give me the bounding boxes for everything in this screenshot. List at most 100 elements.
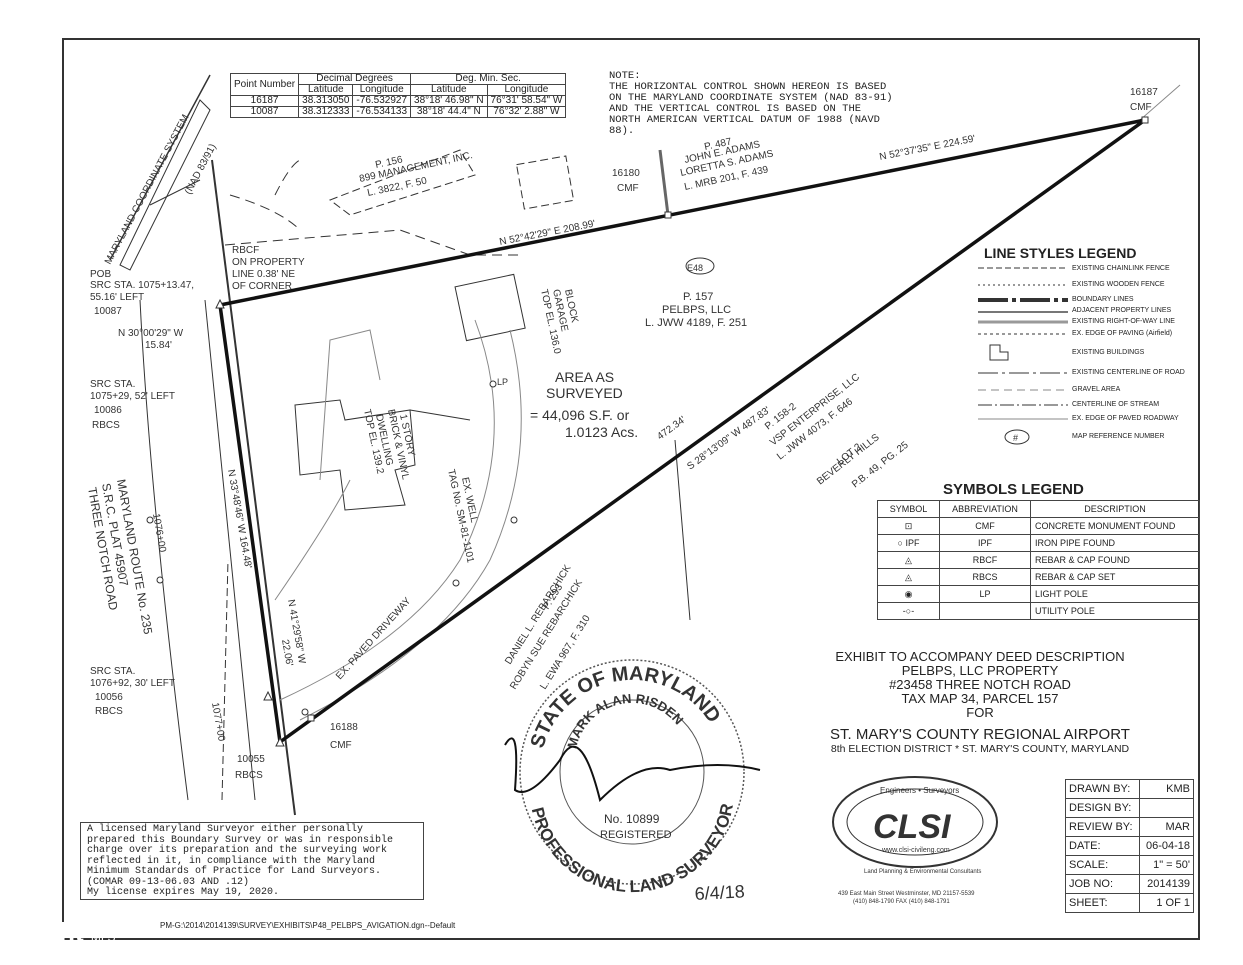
tb-label: SHEET: — [1064, 893, 1141, 913]
cell-lat-dms: 38°18' 46.98" N — [410, 95, 488, 107]
building-dwelling — [294, 399, 416, 511]
mon-10087: 10087 — [94, 306, 122, 317]
tb-value: MAR — [1139, 817, 1194, 837]
professional-seal: STATE OF MARYLAND MARK ALAN RISDEN PROFE… — [504, 659, 761, 904]
bearing-short1: N 30°00'29" W — [118, 328, 184, 339]
clsi-logo-text: CLSI — [873, 808, 952, 846]
legend-item: EXISTING BUILDINGS — [1072, 349, 1145, 356]
exhibit-line: PELBPS, LLC PROPERTY — [901, 663, 1059, 678]
table-row: -○- UTILITY POLE — [877, 602, 1200, 620]
sym-abbr: RBCF — [939, 551, 1031, 569]
cell-lon-dms: 76°32' 2.88" W — [486, 106, 567, 118]
cell-point: 10087 — [229, 106, 300, 118]
tb-value: 2014139 — [1139, 874, 1194, 894]
tb-label: DATE: — [1064, 836, 1141, 856]
north-arrow-label: MARYLAND COORDINATE SYSTEM — [103, 113, 192, 266]
cmf-16180-symbol — [664, 211, 672, 219]
driveway-edge-2 — [299, 329, 522, 721]
sym-header: SYMBOL — [877, 500, 940, 518]
tb-value: 1" = 50' — [1139, 855, 1194, 875]
clsi-logo: CLSI Engineers • Surveyors www.clsi-civi… — [832, 776, 998, 905]
exhibit-title-block: EXHIBIT TO ACCOMPANY DEED DESCRIPTION PE… — [795, 650, 1165, 756]
station-1076: 1076+00 — [150, 513, 168, 554]
rbcf-icon: ◬ — [877, 551, 940, 569]
mon-10055: 10055 — [237, 754, 265, 765]
mon-16180-type: CMF — [617, 183, 639, 194]
mon-10055-type: RBCS — [235, 770, 263, 781]
exhibit-line: FOR — [966, 705, 994, 720]
rbcs-10055-symbol — [275, 736, 285, 747]
watermark-brand: bright — [10, 917, 84, 947]
col-lon-dms-header: Longitude — [486, 84, 567, 96]
area-line4: 1.0123 Acs. — [565, 424, 638, 440]
table-row: DESIGN BY: — [1064, 798, 1194, 818]
utility-pole-5 — [301, 708, 309, 716]
ipf-icon: ○ IPF — [877, 534, 940, 552]
p157-line3: L. JWW 4189, F. 251 — [645, 317, 747, 329]
cell-lon: -76.532927 — [352, 95, 412, 107]
mon-10056: 10056 — [95, 692, 123, 703]
legend-item: EXISTING CENTERLINE OF ROAD — [1072, 369, 1185, 376]
datum-note: NOTE: THE HORIZONTAL CONTROL SHOWN HEREO… — [609, 70, 893, 137]
col-decimal-header: Decimal Degrees — [298, 73, 412, 85]
seal-number: No. 10899 — [604, 812, 660, 826]
tb-label: DESIGN BY: — [1064, 798, 1141, 818]
clsi-address: 439 East Main Street Westminster, MD 211… — [838, 891, 975, 897]
legend-item: ADJACENT PROPERTY LINES — [1072, 307, 1172, 314]
title-block-table: DRAWN BY:KMB DESIGN BY: REVIEW BY:MAR DA… — [1064, 779, 1194, 913]
tb-label: JOB NO: — [1064, 874, 1141, 894]
road-edge-left — [139, 299, 189, 801]
col-point-header: Point Number — [229, 73, 300, 96]
mon-10086-type: RBCS — [92, 420, 120, 431]
north-arrow-cross — [149, 179, 201, 206]
point-coordinate-table: Point Number Decimal Degrees Deg. Min. S… — [229, 73, 567, 118]
cell-lon-dms: 76°31' 58.54" W — [486, 95, 567, 107]
sym-header: DESCRIPTION — [1030, 500, 1200, 518]
area-line2: SURVEYED — [546, 385, 623, 401]
gravel-outline — [319, 329, 381, 481]
exhibit-line: #23458 THREE NOTCH ROAD — [889, 677, 1071, 692]
sym-abbr: IPF — [939, 534, 1031, 552]
utility-pole-4 — [452, 579, 460, 587]
north-arrow-shaft — [109, 74, 211, 261]
sym-desc: IRON PIPE FOUND — [1030, 534, 1200, 552]
driveway-edge-3 — [274, 479, 351, 601]
src1-line1: SRC STA. — [90, 379, 135, 390]
sym-abbr: LP — [939, 585, 1031, 603]
col-lat-header: Latitude — [298, 84, 354, 96]
sym-desc: UTILITY POLE — [1030, 602, 1200, 620]
legend-item: EX. EDGE OF PAVING (Airfield) — [1072, 330, 1173, 337]
legend-item: EXISTING CHAINLINK FENCE — [1072, 265, 1170, 272]
area-line3: = 44,096 S.F. or — [530, 407, 630, 423]
legend-map-ref-oval — [1004, 429, 1030, 445]
light-pole-symbol — [489, 380, 497, 388]
legend-item: MAP REFERENCE NUMBER — [1072, 433, 1165, 440]
lp-label: LP — [497, 377, 508, 387]
surveyor-certification: A licensed Maryland Surveyor either pers… — [80, 822, 424, 900]
bearing-east-part: 472.34' — [655, 414, 688, 442]
map-ref-label: E48 — [687, 263, 703, 273]
walkway — [409, 409, 471, 421]
sym-desc: CONCRETE MONUMENT FOUND — [1030, 517, 1200, 535]
sym-abbr: CMF — [939, 517, 1031, 535]
tb-value — [1139, 798, 1194, 818]
clsi-tagline: Engineers • Surveyors — [880, 786, 959, 795]
bearing-east: S 28°13'09" W 487.83' — [685, 405, 772, 473]
dashed-fence — [224, 229, 520, 256]
cell-lat-dms: 38°18' 44.4" N — [410, 106, 488, 118]
map-ref-oval — [685, 257, 715, 275]
clsi-phone: (410) 848-1790 FAX (410) 848-1791 — [853, 899, 950, 905]
building-p156 — [328, 149, 476, 216]
signature-date: 6/4/18 — [694, 881, 745, 904]
utility-pole-2 — [156, 576, 164, 584]
utility-pole-icon: -○- — [877, 602, 940, 620]
north-arrow-body — [119, 99, 211, 271]
dashed-arc — [229, 194, 301, 231]
adjacent-line-ne — [1139, 84, 1181, 121]
mon-16188-type: CMF — [330, 740, 352, 751]
bearing-short2-dist: 22.06' — [279, 639, 295, 668]
lot2-line2: BEVERLY HILLS — [815, 432, 882, 488]
mon-16187: 16187 — [1130, 87, 1158, 98]
